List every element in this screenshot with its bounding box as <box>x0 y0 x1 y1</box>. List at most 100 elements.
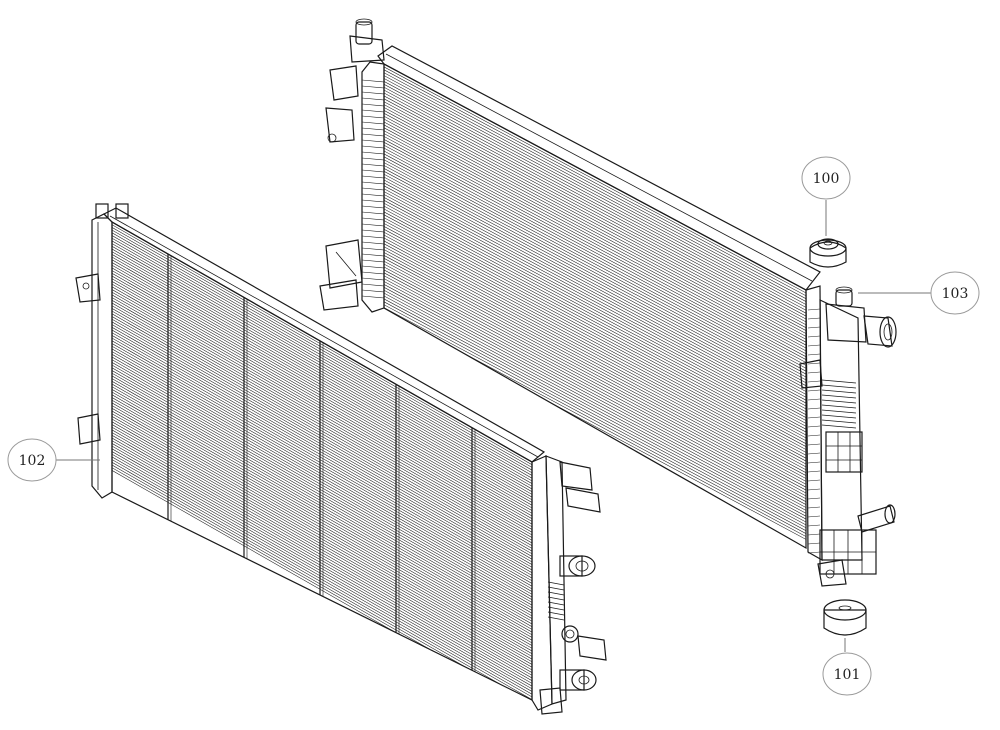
radiator-fin-line <box>384 107 806 334</box>
radiator-rib-line <box>821 379 857 384</box>
radiator-rib-line <box>807 371 821 374</box>
radiator-fin-line <box>384 278 806 505</box>
radiator-rib-line <box>361 211 385 215</box>
condenser-fin-line <box>112 410 532 652</box>
radiator-fin-line <box>384 292 806 520</box>
condenser-fin-line <box>112 418 532 660</box>
radiator-rib-line <box>807 380 821 383</box>
radiator-fin-line <box>384 101 806 328</box>
condenser-fin-line <box>112 332 532 573</box>
callout-103-label: 103 <box>942 286 969 302</box>
radiator-fin-line <box>384 139 806 366</box>
condenser-coil-line <box>547 591 565 596</box>
condenser-fin-line <box>112 437 532 679</box>
callout-102-label: 102 <box>19 453 46 469</box>
radiator-fin-line <box>384 211 806 439</box>
callout-103[interactable]: 103 <box>858 271 980 315</box>
radiator-rib-line <box>807 452 821 455</box>
radiator-rib-line <box>361 289 385 293</box>
radiator-rib-line <box>821 419 857 424</box>
radiator-rib-line <box>361 151 385 155</box>
condenser-fin-line <box>112 273 532 514</box>
radiator-fin-line <box>384 307 806 534</box>
radiator-left-tank-ribs <box>361 79 385 299</box>
radiator-fin-line <box>384 197 806 424</box>
radiator-fin-line <box>384 258 806 485</box>
radiator-rib-line <box>807 353 821 356</box>
condenser-coil-line <box>547 586 565 591</box>
condenser-fin-line <box>112 397 532 638</box>
condenser-fin-line <box>112 229 532 471</box>
radiator-fin-line <box>384 66 806 294</box>
radiator-fin-line <box>384 231 806 459</box>
radiator-rib-line <box>361 277 385 281</box>
condenser-fin-line <box>112 294 532 536</box>
condenser-right-tank <box>531 455 553 711</box>
radiator-fin-line <box>384 98 806 326</box>
condenser-fin-line <box>112 356 532 598</box>
radiator-fin-line <box>384 75 806 302</box>
radiator-rib-line <box>361 97 385 101</box>
condenser-fin-line <box>112 224 532 465</box>
condenser-fin-line <box>112 453 532 695</box>
radiator-fin-line <box>384 263 806 491</box>
radiator-rib-line <box>361 139 385 143</box>
condenser-fin-line <box>112 362 532 603</box>
radiator-rib-line <box>361 283 385 287</box>
condenser-fin-line <box>112 337 532 579</box>
radiator-rib-line <box>361 103 385 107</box>
radiator-rib-line <box>361 271 385 275</box>
radiator-fin-line <box>384 208 806 436</box>
condenser-fin-line <box>112 289 532 530</box>
condenser-fin-line <box>112 227 532 468</box>
condenser-right-fittings <box>539 461 607 715</box>
condenser-fin-line <box>112 262 532 503</box>
radiator-rib-line <box>807 335 821 338</box>
radiator-rib-line <box>807 407 821 410</box>
radiator-fin-line <box>384 185 806 413</box>
radiator-fin-line <box>384 168 806 395</box>
condenser-fin-line <box>112 375 532 617</box>
radiator-rib-line <box>361 217 385 221</box>
condenser-fin-line <box>112 372 532 614</box>
condenser-fin-line <box>112 445 532 687</box>
condenser-fin-line <box>112 462 532 700</box>
condenser-fins <box>112 222 532 700</box>
radiator-rib-line <box>807 398 821 401</box>
condenser-fin-line <box>112 291 532 533</box>
callout-100-label: 100 <box>813 171 840 187</box>
callout-102[interactable]: 102 <box>7 438 100 482</box>
radiator-fin-line <box>384 237 806 465</box>
callout-100[interactable]: 100 <box>801 156 851 236</box>
radiator-fin-line <box>384 72 806 299</box>
radiator-rib-line <box>361 169 385 173</box>
radiator-rib-line <box>361 127 385 131</box>
radiator-fin-line <box>384 275 806 502</box>
radiator-rib-line <box>807 317 821 320</box>
condenser-fin-line <box>112 464 532 700</box>
condenser-coil-line <box>547 611 565 616</box>
radiator-rib-line <box>361 241 385 245</box>
radiator-fin-line <box>384 64 806 291</box>
condenser-fin-line <box>112 340 532 582</box>
radiator-rib-line <box>821 404 857 409</box>
radiator-fin-line <box>384 127 806 355</box>
condenser-fin-line <box>112 364 532 606</box>
radiator-rib-line <box>807 425 821 428</box>
condenser-fin-line <box>112 435 532 676</box>
condenser-fin-line <box>112 329 532 571</box>
radiator-rib-line <box>821 414 857 419</box>
condenser-fin-line <box>112 386 532 627</box>
radiator-rib-line <box>807 497 821 500</box>
callout-101[interactable]: 101 <box>822 638 872 696</box>
condenser-fin-line <box>112 232 532 474</box>
condenser-fin-line <box>112 300 532 541</box>
radiator-fin-line <box>384 92 806 320</box>
radiator-rib-line <box>361 109 385 113</box>
radiator-fin-line <box>384 281 806 508</box>
radiator-rib-line <box>361 265 385 269</box>
condenser-fin-line <box>112 440 532 681</box>
condenser-fin-line <box>112 426 532 668</box>
radiator-fins <box>384 64 806 540</box>
